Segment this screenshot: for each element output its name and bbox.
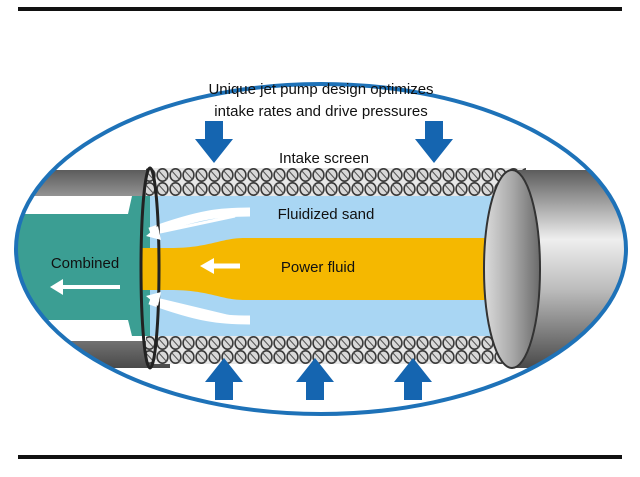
left-flow-arrow-icon <box>146 214 236 240</box>
headline-line-2: intake rates and drive pressures <box>214 103 427 120</box>
flow-arrows <box>50 214 240 320</box>
bottom-rule <box>18 455 622 459</box>
sand-streamline-2 <box>148 295 251 325</box>
headline-line-1: Unique jet pump design optimizes <box>208 81 433 98</box>
left-pipe-rim <box>139 166 161 370</box>
power-fluid-jet <box>140 238 500 300</box>
intake-screen-top <box>146 168 526 198</box>
intake-screen-label: Intake screen <box>279 150 369 167</box>
down-arrow-icon <box>415 121 453 163</box>
oval-frame <box>14 82 628 416</box>
power-fluid-label: Power fluid <box>281 259 355 276</box>
combined-label: Combined <box>51 255 119 272</box>
up-arrow-icon <box>205 358 243 400</box>
combined-flow-region <box>16 196 150 336</box>
left-flow-arrow-icon <box>200 258 240 274</box>
intake-screen-bottom <box>146 334 526 364</box>
top-rule <box>18 7 622 11</box>
fluidized-sand-label: Fluidized sand <box>278 206 375 223</box>
up-arrow-icon <box>394 358 432 400</box>
intake-arrows <box>195 121 453 400</box>
down-arrow-icon <box>195 121 233 163</box>
up-arrow-icon <box>296 358 334 400</box>
left-flow-arrow-icon <box>146 292 236 320</box>
right-pipe-end-cap <box>483 169 541 369</box>
sand-streamline-1 <box>148 207 251 237</box>
left-flow-arrow-icon <box>50 279 120 295</box>
